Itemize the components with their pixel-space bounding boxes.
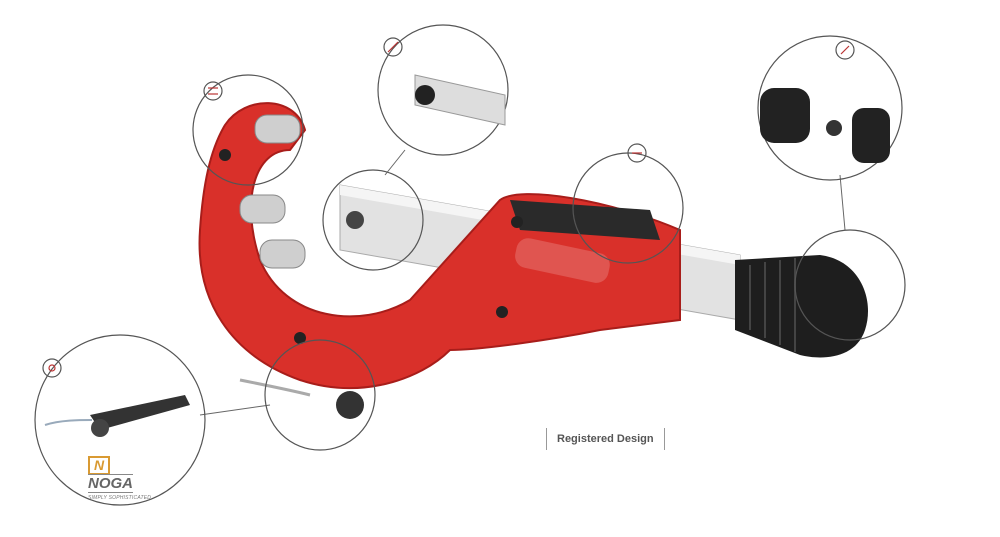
callout-knob-parts xyxy=(757,35,903,181)
blade-detail xyxy=(414,74,506,126)
logo-tagline: SIMPLY SOPHISTICATED xyxy=(88,495,152,501)
callout-lines xyxy=(199,149,846,416)
callout-hex-end xyxy=(322,169,424,271)
ratchet-icon xyxy=(627,143,647,163)
callout-deburrer xyxy=(34,334,206,506)
knob-parts-detail xyxy=(760,88,890,163)
logo-mark: N xyxy=(88,456,110,475)
callout-wheel xyxy=(264,339,376,451)
adjustment-knob xyxy=(735,255,868,358)
deburrer-detail xyxy=(44,395,190,437)
spare-parts-icon xyxy=(835,40,855,60)
callout-knob xyxy=(794,229,906,341)
adjust-sliders-icon xyxy=(203,81,223,101)
cutting-wheel xyxy=(239,378,364,419)
noga-logo: N NOGA SIMPLY SOPHISTICATED xyxy=(88,456,158,501)
logo-name: NOGA xyxy=(88,473,133,493)
callout-blade xyxy=(377,24,509,156)
registered-design-label: Registered Design xyxy=(546,428,665,450)
blade-tool-icon xyxy=(383,37,403,57)
deburr-icon xyxy=(42,358,62,378)
callout-rollers xyxy=(192,74,304,186)
cutter-body xyxy=(198,102,681,389)
